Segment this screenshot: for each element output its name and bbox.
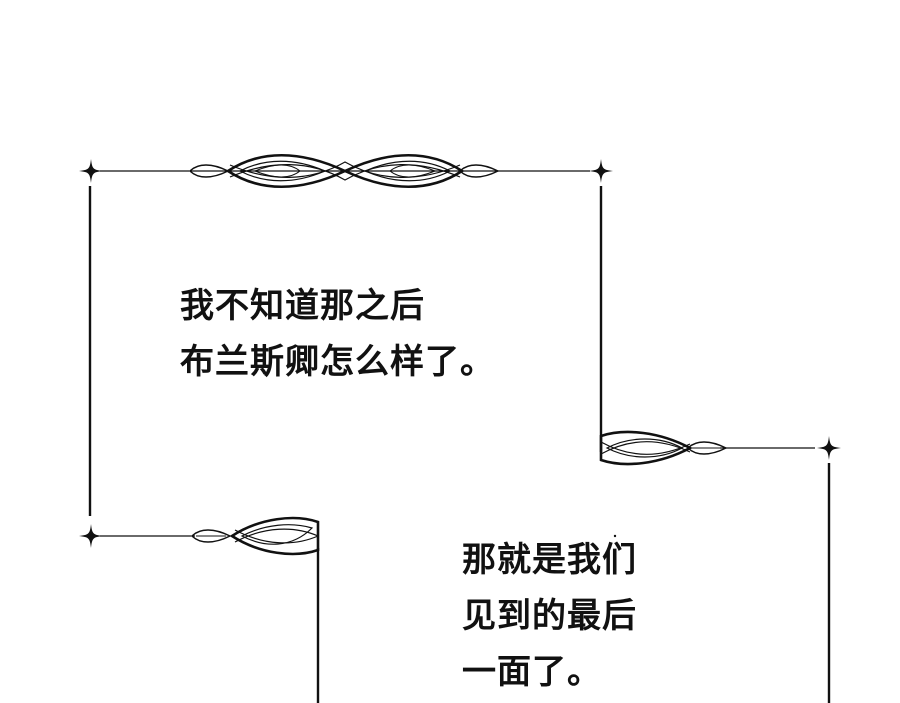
narration-line: 那就是我们 (462, 540, 637, 580)
narration-text-1: 我不知道那之后 布兰斯卿怎么样了。 (180, 278, 495, 390)
ornamental-scroll-icon (192, 516, 320, 556)
frame-1 (79, 153, 613, 556)
frame-2 (316, 430, 841, 703)
narration-text-2: 那就是我们 见到的最后 一面了。 (462, 532, 637, 700)
ornamental-scroll-icon (599, 430, 727, 466)
star-icon (589, 159, 613, 183)
ornamental-scroll-icon (190, 153, 499, 189)
narration-line: 我不知道那之后 (180, 286, 425, 326)
star-icon (79, 524, 103, 548)
narration-line: 见到的最后 (462, 596, 637, 636)
narration-line: 一面了。 (462, 652, 602, 692)
star-icon (79, 159, 103, 183)
narration-line: 布兰斯卿怎么样了。 (180, 342, 495, 382)
star-icon (817, 436, 841, 460)
